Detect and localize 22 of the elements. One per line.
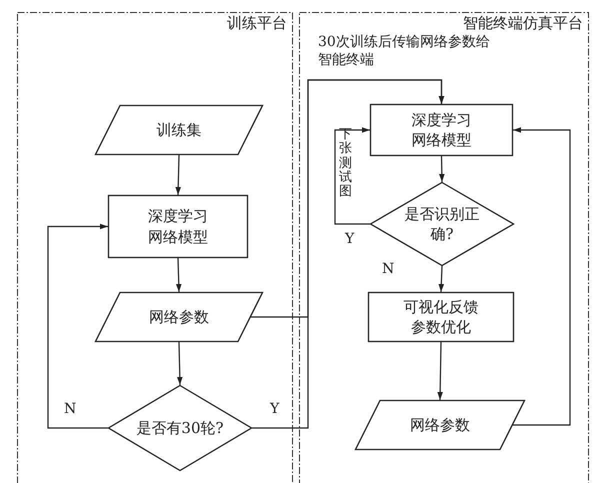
- panel-title: 智能终端仿真平台: [463, 14, 583, 33]
- arrow: [47, 224, 108, 429]
- arrow: [437, 342, 443, 400]
- node-label: 可视化反馈参数优化: [402, 296, 480, 338]
- node-label: 深度学习网络模型: [147, 206, 209, 247]
- arrow: [438, 266, 444, 292]
- node-label: 网络参数: [149, 306, 209, 328]
- arrow: [439, 156, 445, 182]
- arrow: [177, 342, 183, 386]
- arrow: [176, 258, 182, 292]
- arrow: [334, 127, 370, 225]
- arrow: [512, 127, 571, 426]
- panel-title: 训练平台: [227, 14, 287, 33]
- vertical-note: 下张测试图: [339, 128, 352, 200]
- note-text: 30次训练后传输网络参数给智能终端: [318, 33, 491, 70]
- arrow: [175, 154, 181, 196]
- node-label: 是否识别正确?: [404, 204, 480, 244]
- node-label: 是否有30轮?: [136, 418, 224, 438]
- arrow: [250, 79, 444, 318]
- node-label: 深度学习网络模型: [410, 110, 472, 150]
- node-label: 网络参数: [410, 414, 470, 436]
- node-label: 训练集: [156, 120, 202, 140]
